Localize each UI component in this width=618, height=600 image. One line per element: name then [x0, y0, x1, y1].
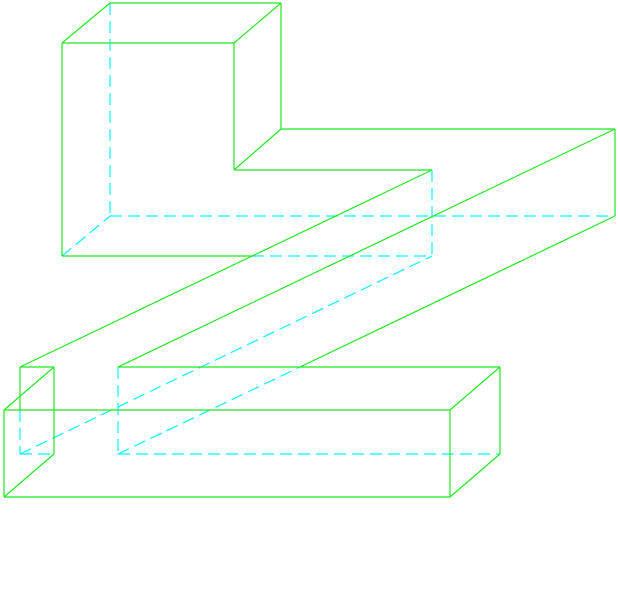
visible-edge-line — [449, 366, 501, 411]
visible-edges-group — [3, 2, 616, 498]
visible-edge-line — [117, 128, 616, 368]
hidden-edge-line — [61, 215, 111, 257]
hidden-edge-line — [19, 255, 433, 455]
visible-edge-line — [3, 366, 55, 411]
visible-edge-line — [3, 453, 55, 498]
visible-edge-line — [299, 215, 616, 368]
visible-edge-line — [19, 169, 433, 368]
visible-edge-line — [61, 2, 111, 44]
visible-edge-line — [233, 128, 282, 171]
hidden-edges-group — [19, 3, 615, 455]
visible-edge-line — [233, 2, 282, 44]
visible-edge-line — [449, 453, 501, 498]
